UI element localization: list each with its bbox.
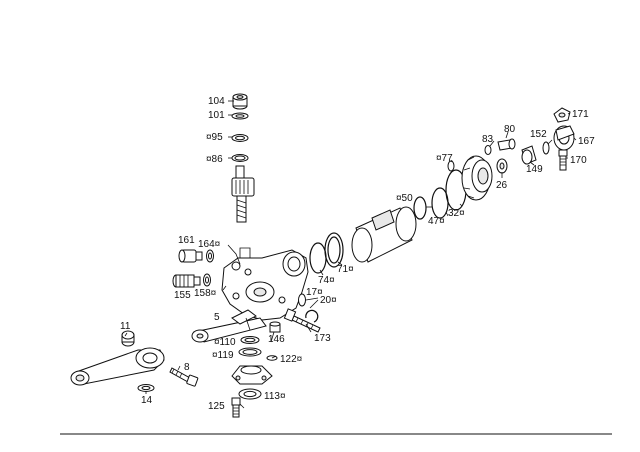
callout-86: ¤86 <box>206 154 223 165</box>
callout-155: 155 <box>174 290 191 301</box>
callout-146: 146 <box>268 334 285 345</box>
part-146-plug <box>269 321 281 333</box>
part-149-sleeve <box>521 145 537 165</box>
part-11-nut <box>121 330 135 347</box>
part-170-bolt <box>558 149 568 171</box>
part-71-oring <box>324 232 344 268</box>
callout-164: 164¤ <box>198 239 221 250</box>
callout-122: 122¤ <box>280 354 303 365</box>
part-8-bolt <box>169 367 199 387</box>
callout-152: 152 <box>530 129 547 140</box>
part-161-fitting <box>178 249 203 263</box>
part-125-bolt <box>231 397 241 418</box>
callout-104: 104 <box>208 96 225 107</box>
callout-71: 71¤ <box>337 264 354 275</box>
part-80-bolt <box>497 138 516 151</box>
callout-5: 5 <box>214 312 220 323</box>
callout-149: 149 <box>526 164 543 175</box>
part-155-fitting <box>172 274 201 288</box>
part-152-ring <box>542 141 550 155</box>
callout-26: 26 <box>496 180 508 191</box>
callout-158: 158¤ <box>194 288 217 299</box>
steering-gear-housing <box>221 247 309 321</box>
callout-119: ¤119 <box>212 350 234 361</box>
callout-161: 161 <box>178 235 195 246</box>
part-110-seal <box>240 336 260 344</box>
callout-50: ¤50 <box>396 193 413 204</box>
pitman-shaft <box>231 165 255 223</box>
callout-8: 8 <box>184 362 190 373</box>
callout-74: 74¤ <box>318 275 335 286</box>
callout-170: 170 <box>570 155 587 166</box>
part-77-seal <box>447 160 455 172</box>
part-101-washer <box>231 112 249 120</box>
part-20-clip <box>305 309 319 323</box>
part-17-seal <box>298 293 306 307</box>
part-95-seal <box>231 134 249 142</box>
piston-cylinder <box>351 206 417 263</box>
part-50-oring <box>413 196 427 220</box>
part-113-bearing <box>238 388 262 400</box>
callout-83: 83 <box>482 134 494 145</box>
part-164-seal <box>206 249 214 263</box>
callout-77: ¤77 <box>436 153 453 164</box>
callout-17: 17¤ <box>306 287 323 298</box>
callout-labels: 104 101 ¤95 ¤86 161 164¤ 155 158¤ 11 5 ¤… <box>120 96 595 412</box>
callout-11: 11 <box>120 321 131 332</box>
part-158-seal <box>203 273 211 287</box>
part-104-nut <box>232 93 248 110</box>
callout-113: 113¤ <box>264 391 286 402</box>
leader-lines <box>124 100 577 409</box>
callout-173: 173 <box>314 333 331 344</box>
callout-14: 14 <box>141 395 153 406</box>
part-26-nut <box>496 158 508 174</box>
callout-125: 125 <box>208 401 225 412</box>
callout-80: 80 <box>504 124 516 135</box>
callout-167: 167 <box>578 136 595 147</box>
callout-95: ¤95 <box>206 132 223 143</box>
part-171-nut <box>553 107 571 123</box>
callout-110: ¤110 <box>214 337 236 348</box>
part-83-seal <box>484 145 492 155</box>
part-86-ring <box>231 154 249 162</box>
callout-171: 171 <box>572 109 589 120</box>
part-14-washer <box>137 384 155 392</box>
part-74-oring <box>309 242 327 274</box>
callout-101: 101 <box>208 110 225 121</box>
part-167-housing <box>553 125 575 151</box>
callout-32: 32¤ <box>448 208 465 219</box>
part-173-bolt <box>283 308 321 333</box>
pitman-arm <box>70 347 165 386</box>
callout-20: 20¤ <box>320 295 337 306</box>
callout-47: 47¤ <box>428 216 445 227</box>
part-119-ring <box>238 347 262 357</box>
end-cover <box>461 155 493 201</box>
lower-cover <box>231 365 273 385</box>
